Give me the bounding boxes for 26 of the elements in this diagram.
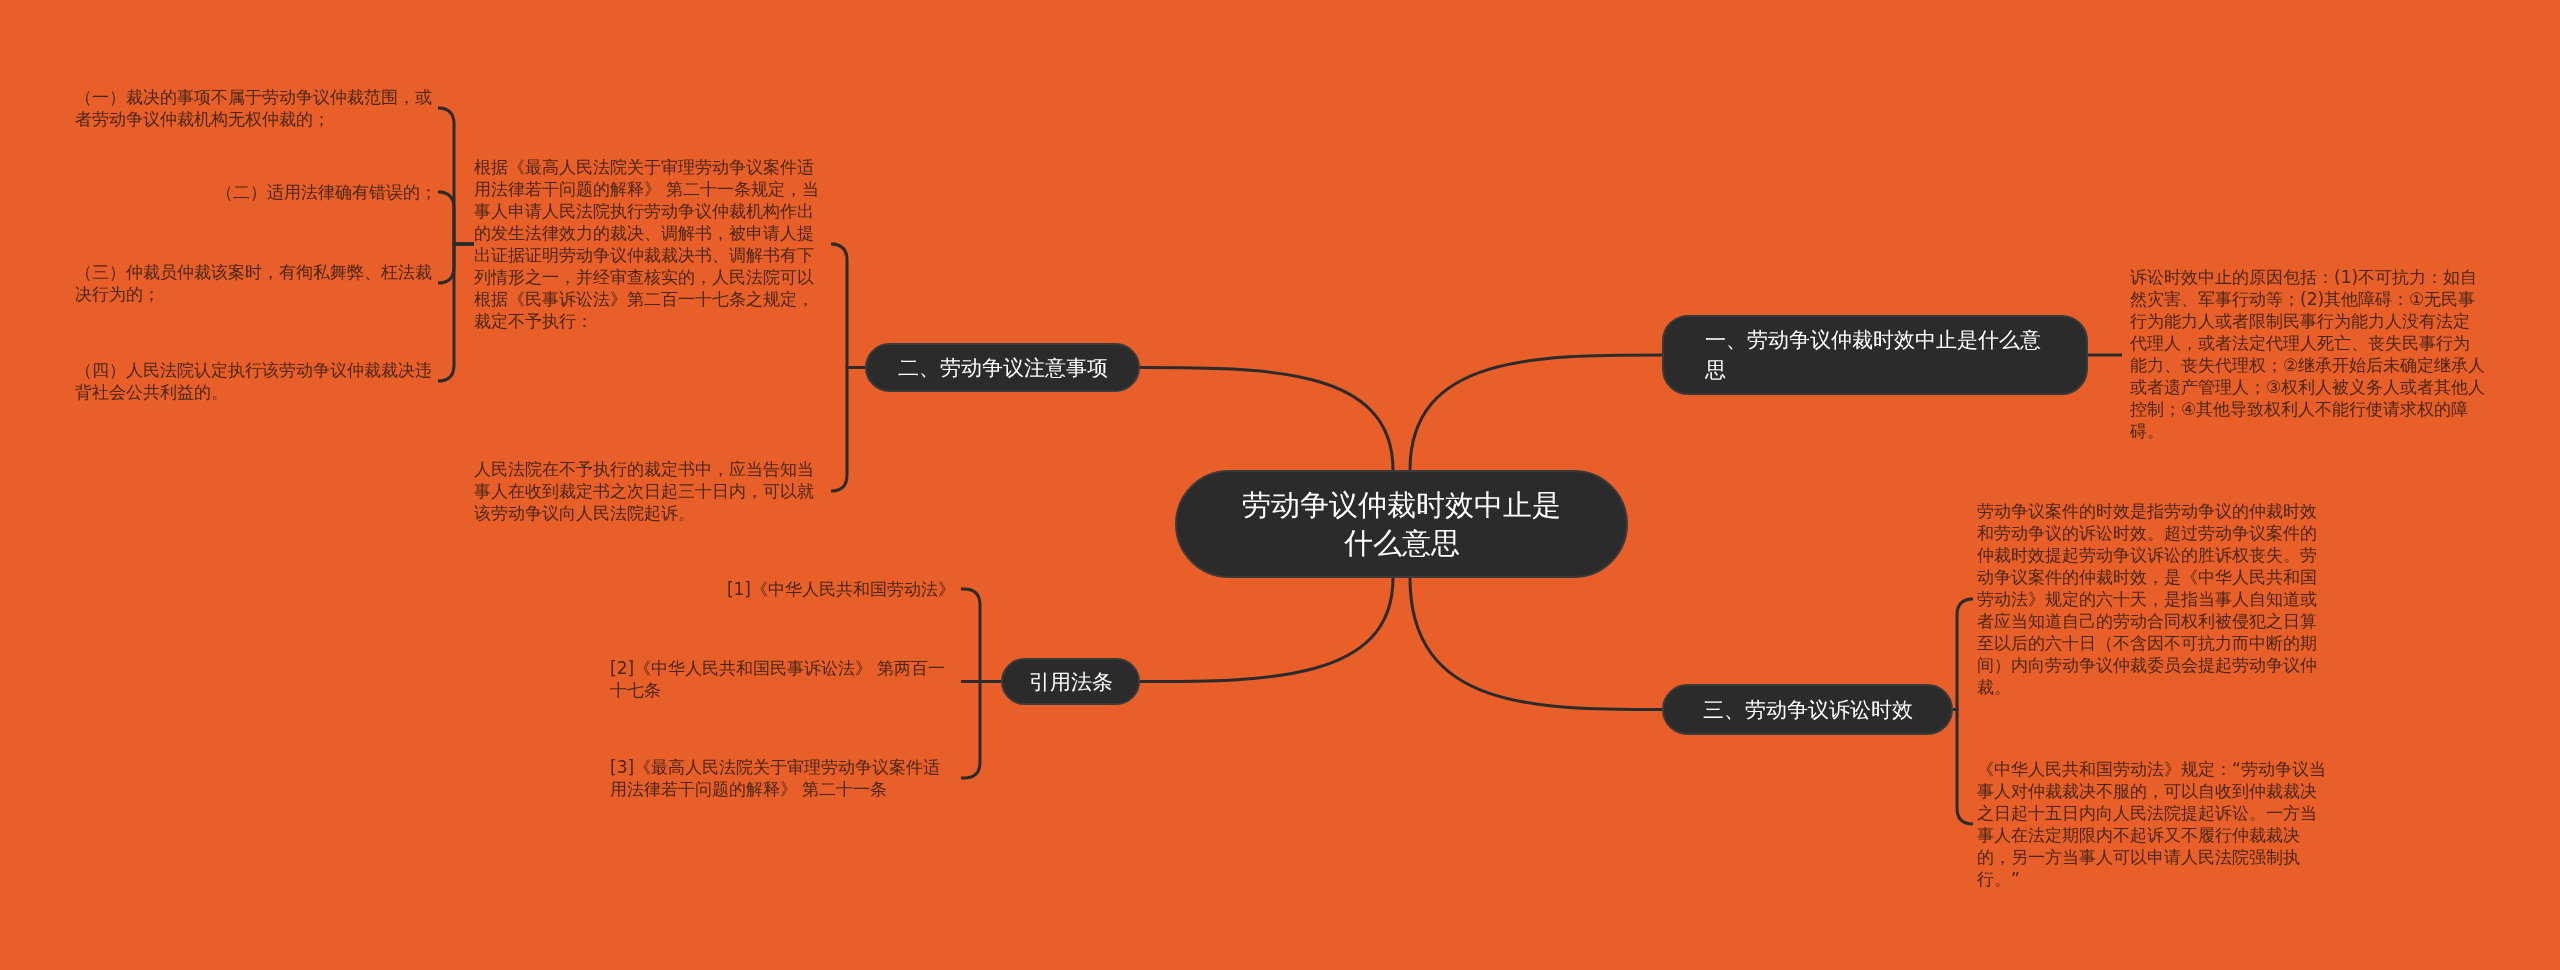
connector-line [1408,577,1662,711]
note-text: [3]《最高人民法院关于审理劳动争议案件适用法律若干问题的解释》 第二十一条 [610,756,955,800]
connector-line [1953,708,1975,826]
note-text: 诉讼时效中止的原因包括：(1)不可抗力：如自然灾害、军事行动等；(2)其他障碍：①无民事行为能力人或者限制民事行为能力人没有法定代理人，或者法定代理人死亡、丧失民事行为能力、丧失代理权；②继承开始后未确定继承人或者遗产管理人；③权利人被义务人或者其他人控制；④其他导致权利人不能行使请求权的障碍。 [2130,266,2486,442]
connector-line [2088,353,2122,357]
note-text: 根据《最高人民法院关于审理劳动争议案件适用法律若干问题的解释》 第二十一条规定，当事人申请人民法院执行劳动争议仲裁机构作出的发生法律效力的裁决、调解书，被申请人提出证据证明劳动争议仲裁裁决书、调解书有下列情形之一，并经审查核实的，人民法院可以根据《民事诉讼法》第二百一十七条之规定，裁定不予执行： [474,156,830,332]
connector-line [1140,366,1395,471]
note-text: （二）适用法律确有错误的； [216,181,437,203]
note-text: （四）人民法院认定执行该劳动争议仲裁裁决违背社会公共利益的。 [75,359,437,403]
connector-line [829,366,865,493]
connector-line [1953,597,1975,711]
note-text: 劳动争议案件的时效是指劳动争议的仲裁时效和劳动争议的诉讼时效。超过劳动争议案件的仲裁时效提起劳动争议诉讼的胜诉权丧失。劳动争议案件的仲裁时效，是《中华人民共和国劳动法》规定的六十天，是指当事人自知道或者应当知道自己的劳动合同权利被侵犯之日算至以后的六十日（不含因不可抗力而中断的期间）内向劳动争议仲裁委员会提起劳动争议仲裁。 [1977,500,2333,698]
connector-line [1140,577,1395,683]
topic-pill: 二、劳动争议注意事项 [865,343,1140,392]
note-text: [2]《中华人民共和国民事诉讼法》 第两百一十七条 [610,657,955,701]
connector-line [436,242,474,383]
connector-line [1408,353,1662,471]
note-text: [1]《中华人民共和国劳动法》 [726,578,955,600]
central-topic: 劳动争议仲裁时效中止是什么意思 [1175,470,1628,578]
topic-pill: 三、劳动争议诉讼时效 [1662,684,1953,735]
note-text: 《中华人民共和国劳动法》规定：“劳动争议当事人对仲裁裁决不服的，可以自收到仲裁裁决之日起十五日内向人民法院提起诉讼。一方当事人在法定期限内不起诉又不履行仲裁裁决的，另一方当事人可以申请人民法院强制执行。” [1977,758,2333,890]
note-text: （一）裁决的事项不属于劳动争议仲裁范围，或者劳动争议仲裁机构无权仲裁的； [75,86,437,130]
topic-pill: 引用法条 [1001,658,1140,705]
topic-pill: 一、劳动争议仲裁时效中止是什么意思 [1662,315,2088,395]
note-text: 人民法院在不予执行的裁定书中，应当告知当事人在收到裁定书之次日起三十日内，可以就该劳动争议向人民法院起诉。 [474,458,830,524]
note-text: （三）仲裁员仲裁该案时，有徇私舞弊、枉法裁决行为的； [75,261,437,305]
